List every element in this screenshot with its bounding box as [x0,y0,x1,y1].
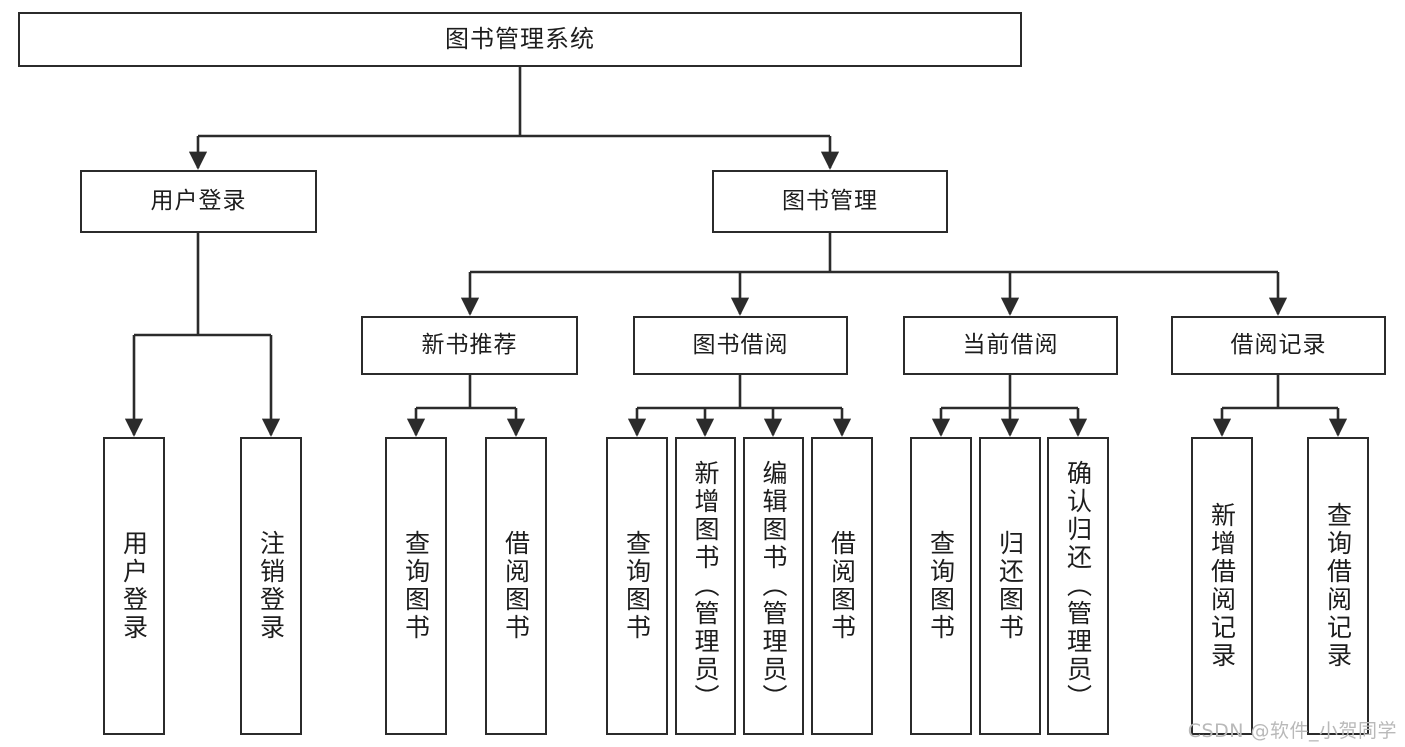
leaf-query-book-1[interactable]: 查询图书 [385,437,447,735]
leaf-return-book-label: 归还图书 [995,530,1025,642]
node-current-borrow-label: 当前借阅 [962,331,1059,358]
leaf-borrow-book-1[interactable]: 借阅图书 [485,437,547,735]
csdn-watermark: CSDN @软件_小贺同学 [1187,720,1397,742]
leaf-query-book-1-label: 查询图书 [401,530,431,642]
leaf-query-book-3-label: 查询图书 [926,530,956,642]
node-borrow-record-label: 借阅记录 [1230,331,1327,358]
node-user-login-label: 用户登录 [150,187,247,214]
leaf-add-record[interactable]: 新增借阅记录 [1191,437,1253,735]
leaf-confirm-return[interactable]: 确认归还（管理员） [1047,437,1109,735]
leaf-user-logout[interactable]: 注销登录 [240,437,302,735]
leaf-query-book-3[interactable]: 查询图书 [910,437,972,735]
leaf-confirm-return-label: 确认归还（管理员） [1063,460,1093,712]
leaf-add-book-label: 新增图书（管理员） [691,460,720,712]
leaf-edit-book-label: 编辑图书（管理员） [759,460,788,712]
node-book-borrow-label: 图书借阅 [692,331,789,358]
node-current-borrow[interactable]: 当前借阅 [903,316,1118,375]
node-book-borrow[interactable]: 图书借阅 [633,316,848,375]
leaf-edit-book[interactable]: 编辑图书（管理员） [743,437,804,735]
leaf-user-logout-label: 注销登录 [256,530,286,642]
leaf-return-book[interactable]: 归还图书 [979,437,1041,735]
leaf-borrow-book-2[interactable]: 借阅图书 [811,437,873,735]
node-new-book-recommend-label: 新书推荐 [421,331,518,358]
node-root[interactable]: 图书管理系统 [18,12,1022,67]
node-borrow-record[interactable]: 借阅记录 [1171,316,1386,375]
leaf-user-login[interactable]: 用户登录 [103,437,165,735]
leaf-user-login-label: 用户登录 [119,530,149,642]
node-user-login[interactable]: 用户登录 [80,170,317,233]
node-book-manage-label: 图书管理 [782,187,878,214]
leaf-borrow-book-1-label: 借阅图书 [501,530,531,642]
leaf-add-book[interactable]: 新增图书（管理员） [675,437,736,735]
leaf-query-record[interactable]: 查询借阅记录 [1307,437,1369,735]
leaf-add-record-label: 新增借阅记录 [1207,502,1237,670]
node-book-manage[interactable]: 图书管理 [712,170,948,233]
node-root-label: 图书管理系统 [445,25,595,54]
leaf-query-record-label: 查询借阅记录 [1323,502,1353,670]
leaf-query-book-2-label: 查询图书 [622,530,652,642]
node-new-book-recommend[interactable]: 新书推荐 [361,316,578,375]
leaf-query-book-2[interactable]: 查询图书 [606,437,668,735]
leaf-borrow-book-2-label: 借阅图书 [827,530,857,642]
